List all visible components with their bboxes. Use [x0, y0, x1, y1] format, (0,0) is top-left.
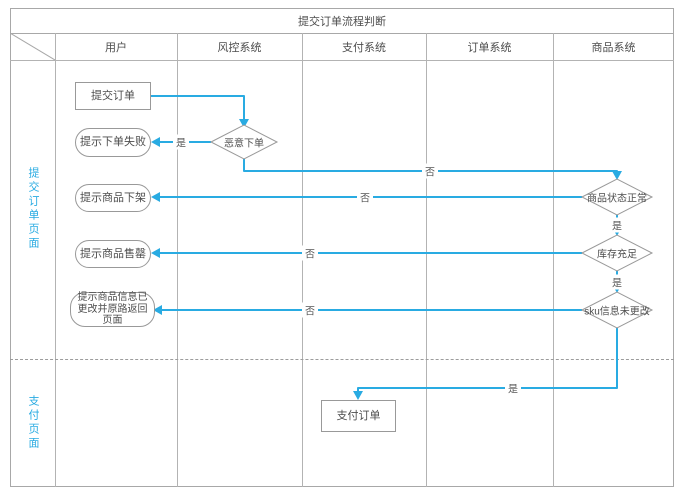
column-line [553, 33, 554, 487]
column-header-order: 订单系统 [467, 41, 512, 54]
lane-label-payment-page: 支付页面 [27, 395, 39, 451]
lane-divider-dashed-line [10, 359, 674, 360]
lane-label-submit-order-page: 提交订单页面 [27, 167, 39, 251]
edge-label-status-yes: 是 [609, 217, 625, 233]
node-submit-order: 提交订单 [75, 82, 151, 110]
connector-sku-yes [357, 328, 618, 391]
decision-label-product-status-ok: 商品状态正常 [587, 193, 647, 205]
corner-diagonal-line [9, 32, 56, 61]
column-line [177, 33, 178, 487]
edge-label-stock-no: 否 [302, 245, 318, 261]
decision-sku-unchanged [580, 291, 654, 329]
corner-cell [9, 32, 56, 61]
column-line [426, 33, 427, 487]
edge-label-sku-no: 否 [302, 302, 318, 318]
node-product-off-shelf: 提示商品下架 [75, 184, 151, 212]
edge-label-sku-yes: 是 [505, 380, 521, 396]
decision-product-status-ok [580, 178, 654, 216]
arrow-left-icon [151, 248, 160, 258]
decision-label-sku-unchanged: sku信息未更改 [584, 306, 650, 318]
decision-label-stock-sufficient: 库存充足 [597, 249, 637, 261]
swimlane-grid [10, 33, 674, 487]
column-header-user: 用户 [105, 41, 127, 54]
connector-submit-to-malicious [151, 95, 245, 120]
arrow-down-icon [612, 171, 622, 180]
column-line [55, 33, 56, 487]
node-product-sold-out: 提示商品售罄 [75, 240, 151, 268]
node-info-changed: 提示商品信息已更改并原路返回页面 [70, 292, 155, 327]
node-pay-order: 支付订单 [321, 400, 396, 432]
arrow-left-icon [153, 305, 162, 315]
edge-label-status-no: 否 [357, 189, 373, 205]
column-header-payment: 支付系统 [342, 41, 386, 54]
arrow-down-icon [239, 119, 249, 128]
edge-label-stock-yes: 是 [609, 274, 625, 290]
edge-label-malicious-no: 否 [422, 163, 438, 179]
decision-malicious-order [209, 124, 279, 160]
node-order-fail: 提示下单失败 [75, 128, 151, 157]
column-header-product: 商品系统 [591, 41, 636, 54]
decision-stock-sufficient [580, 234, 654, 272]
arrow-down-icon [353, 391, 363, 400]
arrow-left-icon [151, 192, 160, 202]
decision-label-malicious-order: 恶意下单 [224, 138, 264, 150]
header-divider-line [10, 60, 674, 61]
arrow-left-icon [151, 137, 160, 147]
column-header-risk: 风控系统 [217, 41, 262, 54]
edge-label-malicious-yes: 是 [173, 134, 189, 150]
